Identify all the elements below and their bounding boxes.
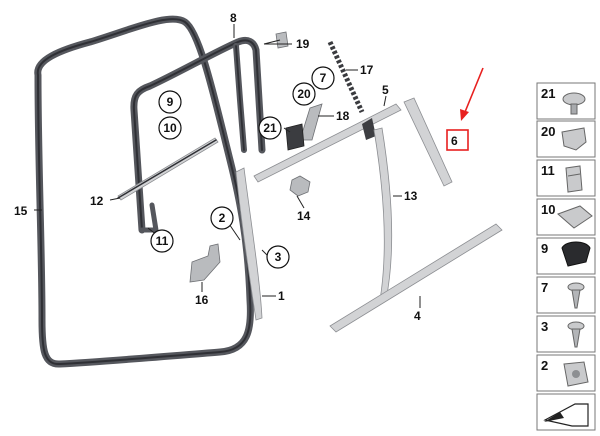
callout-9: 9 xyxy=(167,95,174,109)
clip-icon xyxy=(565,165,583,193)
door-seal-15 xyxy=(34,15,254,368)
callout-17: 17 xyxy=(360,63,374,77)
bracket-16 xyxy=(189,243,221,283)
seal-strip-12 xyxy=(117,137,219,201)
belt-strip-4 xyxy=(329,223,503,333)
legend-box-7 xyxy=(536,276,596,314)
callout-15: 15 xyxy=(14,204,28,218)
panel-18 xyxy=(299,103,323,141)
strip-17 xyxy=(327,40,365,114)
legend-label-10: 10 xyxy=(541,202,555,217)
callout-1: 1 xyxy=(278,289,285,303)
callout-2: 2 xyxy=(219,211,226,225)
callout-5: 5 xyxy=(382,83,389,97)
clip-14 xyxy=(289,175,311,197)
legend-label-9: 9 xyxy=(541,241,548,256)
callout-6: 6 xyxy=(451,134,458,148)
callout-7: 7 xyxy=(320,71,327,85)
channel-strip-5 xyxy=(253,103,402,183)
callout-8: 8 xyxy=(230,11,237,25)
pillar-trim-1 xyxy=(235,167,263,321)
nut-icon xyxy=(563,361,589,387)
highlight-part-6 xyxy=(446,67,484,151)
buffer-icon xyxy=(561,241,591,267)
callout-14: 14 xyxy=(297,209,311,223)
legend-box-3 xyxy=(536,315,596,353)
callout-3: 3 xyxy=(275,250,282,264)
callout-16: 16 xyxy=(195,293,209,307)
callout-11: 11 xyxy=(156,234,169,248)
window-frame-seal-8 xyxy=(130,36,266,234)
clip-icon xyxy=(561,127,587,151)
callout-18: 18 xyxy=(336,109,350,123)
legend-label-20: 20 xyxy=(541,124,555,139)
circled-callouts: 9 10 7 20 21 2 3 11 xyxy=(150,66,335,269)
callout-4: 4 xyxy=(414,309,421,323)
trim-13 xyxy=(373,127,393,301)
legend-label-7: 7 xyxy=(541,280,548,295)
pillar-cover xyxy=(285,123,305,151)
push-clip-icon xyxy=(562,92,586,115)
legend-box-11 xyxy=(536,159,596,197)
tab-19 xyxy=(275,31,289,49)
callout-10: 10 xyxy=(163,121,177,135)
callout-13: 13 xyxy=(404,189,418,203)
fastener-legend: 21 20 11 10 9 7 xyxy=(536,82,596,431)
legend-label-3: 3 xyxy=(541,319,548,334)
callout-12: 12 xyxy=(90,194,104,208)
trim-piece-6 xyxy=(403,97,453,187)
callout-19: 19 xyxy=(296,37,310,51)
arrow-icon xyxy=(543,403,589,427)
legend-label-21: 21 xyxy=(541,86,555,101)
legend-label-11: 11 xyxy=(541,163,555,178)
callout-labels: 8 19 17 18 5 6 13 12 15 14 1 4 16 xyxy=(14,11,458,323)
clip-icon xyxy=(557,205,593,229)
callout-20: 20 xyxy=(297,87,311,101)
screw-icon xyxy=(567,282,585,309)
screw-icon xyxy=(567,321,585,348)
callout-21: 21 xyxy=(263,121,277,135)
legend-label-2: 2 xyxy=(541,358,548,373)
